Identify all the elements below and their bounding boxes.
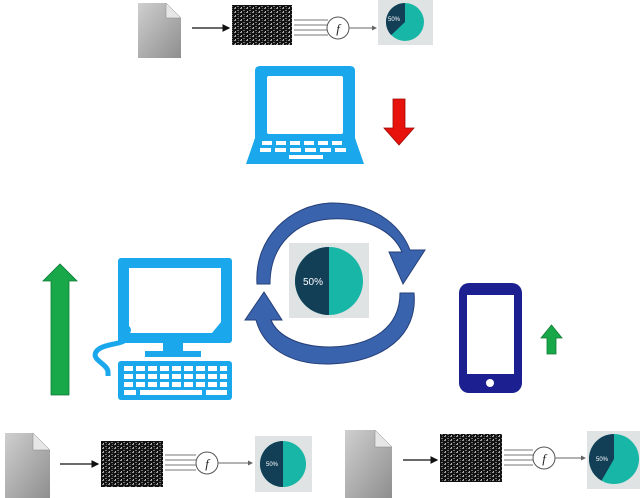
down-arrow-red — [383, 98, 415, 146]
desktop-computer-icon — [92, 258, 232, 400]
document-icon — [138, 2, 182, 58]
cycle-arrows — [244, 202, 426, 365]
input-lines — [504, 449, 533, 466]
input-lines — [165, 454, 196, 471]
function-symbol: f — [336, 21, 342, 36]
pie-label: 50% — [388, 17, 401, 23]
mouse-cable — [92, 330, 129, 376]
data-matrix — [232, 5, 292, 45]
function-symbol: f — [205, 456, 211, 471]
pie-chart: 50% — [385, 2, 424, 41]
cycle-arrow-bottom — [244, 291, 415, 365]
pie-label: 50% — [596, 457, 609, 463]
function-symbol: f — [542, 451, 548, 466]
smartphone-icon — [459, 283, 522, 393]
pie-label: 50% — [266, 462, 279, 468]
data-matrix — [101, 441, 163, 487]
pie-chart: 50% — [260, 441, 306, 487]
data-matrix — [440, 434, 502, 482]
center-pie: 50% — [289, 243, 369, 318]
document-icon — [345, 429, 393, 498]
cycle-arrow-top — [256, 202, 426, 286]
pipeline-top: f 50% — [138, 0, 433, 58]
center-pie-label: 50% — [303, 277, 323, 288]
up-arrow-green-large — [42, 263, 78, 396]
document-icon — [5, 432, 51, 498]
laptop-icon — [246, 66, 364, 164]
input-lines — [294, 19, 328, 36]
pipeline-bottom-left: f 50% — [5, 432, 312, 498]
home-button — [486, 379, 494, 387]
pipeline-bottom-right: f 50% — [345, 429, 640, 498]
up-arrow-green-small — [540, 324, 563, 355]
pie-chart: 50% — [588, 433, 639, 484]
mouse-icon — [121, 325, 131, 335]
